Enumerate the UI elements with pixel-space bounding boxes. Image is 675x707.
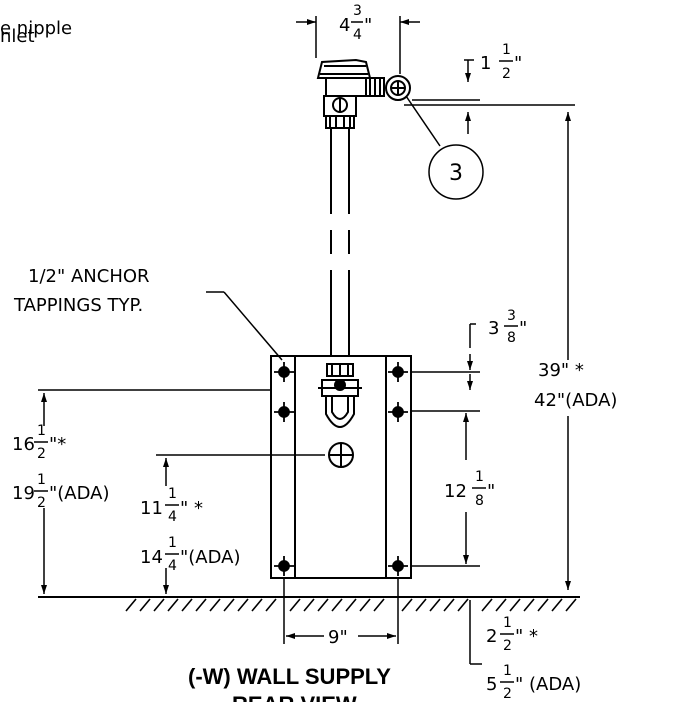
svg-text:4: 4: [339, 15, 350, 36]
svg-text:1: 1: [503, 663, 512, 679]
anchor-note-line-1: 1/2" ANCHOR: [28, 266, 150, 287]
dim-height-std: 39" *: [538, 360, 584, 381]
svg-text:" *: " *: [515, 626, 538, 647]
svg-text:": ": [487, 481, 495, 502]
anchor-tapping: [388, 402, 408, 422]
dim-left-ada: 19 1 2 "(ADA): [12, 472, 110, 511]
floor-line: [38, 596, 580, 612]
anchor-tapping: [274, 402, 294, 422]
svg-text:2: 2: [503, 686, 512, 702]
svg-text:19: 19: [12, 483, 35, 504]
partial-label-nipple: e nipple: [0, 18, 72, 39]
flush-valve: [316, 58, 411, 129]
svg-text:4: 4: [168, 558, 177, 574]
dim-below-std: 2 1 2 " *: [486, 615, 538, 654]
drawing-title: (-W) WALL SUPPLY: [188, 664, 391, 689]
svg-text:3: 3: [353, 3, 362, 19]
supply-inlet-symbol: [328, 442, 354, 468]
svg-text:16: 16: [12, 434, 35, 455]
svg-text:"(ADA): "(ADA): [49, 483, 110, 504]
svg-text:1: 1: [502, 42, 511, 58]
dim-mid-ada: 14 1 4 "(ADA): [140, 535, 241, 574]
anchor-note-line-2: TAPPINGS TYP.: [13, 295, 143, 316]
svg-text:2: 2: [486, 626, 497, 647]
svg-text:2: 2: [37, 495, 46, 511]
svg-text:"*: "*: [49, 434, 66, 455]
svg-text:1: 1: [168, 535, 177, 551]
svg-text:1: 1: [168, 486, 177, 502]
svg-text:"(ADA): "(ADA): [180, 547, 241, 568]
svg-text:1: 1: [37, 472, 46, 488]
svg-text:5: 5: [486, 674, 497, 695]
svg-text:12: 12: [444, 481, 467, 502]
dim-inlet-offset: 1 1 2 ": [480, 42, 522, 82]
svg-text:8: 8: [475, 493, 484, 509]
svg-text:2: 2: [503, 638, 512, 654]
anchor-tapping: [388, 362, 408, 382]
callout-number: 3: [449, 161, 463, 186]
svg-text:2: 2: [502, 66, 511, 82]
svg-text:14: 14: [140, 547, 163, 568]
svg-text:": ": [519, 318, 527, 339]
svg-text:": ": [514, 53, 522, 74]
anchor-tappings: [274, 362, 408, 576]
flush-tube: [330, 128, 350, 366]
svg-text:": ": [364, 15, 372, 36]
svg-text:1: 1: [475, 469, 484, 485]
dim-mid-std: 11 1 4 " *: [140, 486, 203, 525]
dim-below-ada: 5 1 2 " (ADA): [486, 663, 581, 702]
tube-spud: [318, 363, 362, 428]
svg-text:3: 3: [507, 308, 516, 324]
anchor-tapping: [274, 556, 294, 576]
svg-text:" *: " *: [180, 498, 203, 519]
anchor-tapping: [274, 362, 294, 382]
svg-text:" (ADA): " (ADA): [515, 674, 581, 695]
svg-text:1: 1: [37, 423, 46, 439]
dim-left-std: 16 1 2 "*: [12, 423, 66, 462]
svg-text:8: 8: [507, 330, 516, 346]
svg-text:4: 4: [353, 27, 362, 43]
svg-text:1: 1: [480, 53, 491, 74]
svg-text:2: 2: [37, 446, 46, 462]
svg-text:3: 3: [488, 318, 499, 339]
svg-text:11: 11: [140, 498, 163, 519]
dim-anchor-spacing: 12 1 8 ": [444, 469, 495, 509]
svg-text:1: 1: [503, 615, 512, 631]
dim-top-width: 4 3 4 ": [339, 3, 372, 43]
partial-label-inlet: nlet: [0, 26, 35, 47]
drawing-title-cut: REAR VIEW: [232, 692, 357, 702]
dim-plate-width: 9": [328, 627, 348, 648]
dim-height-ada: 42"(ADA): [534, 390, 617, 411]
anchor-tapping: [388, 556, 408, 576]
dim-plate-top: 3 3 8 ": [488, 308, 527, 346]
svg-text:4: 4: [168, 509, 177, 525]
